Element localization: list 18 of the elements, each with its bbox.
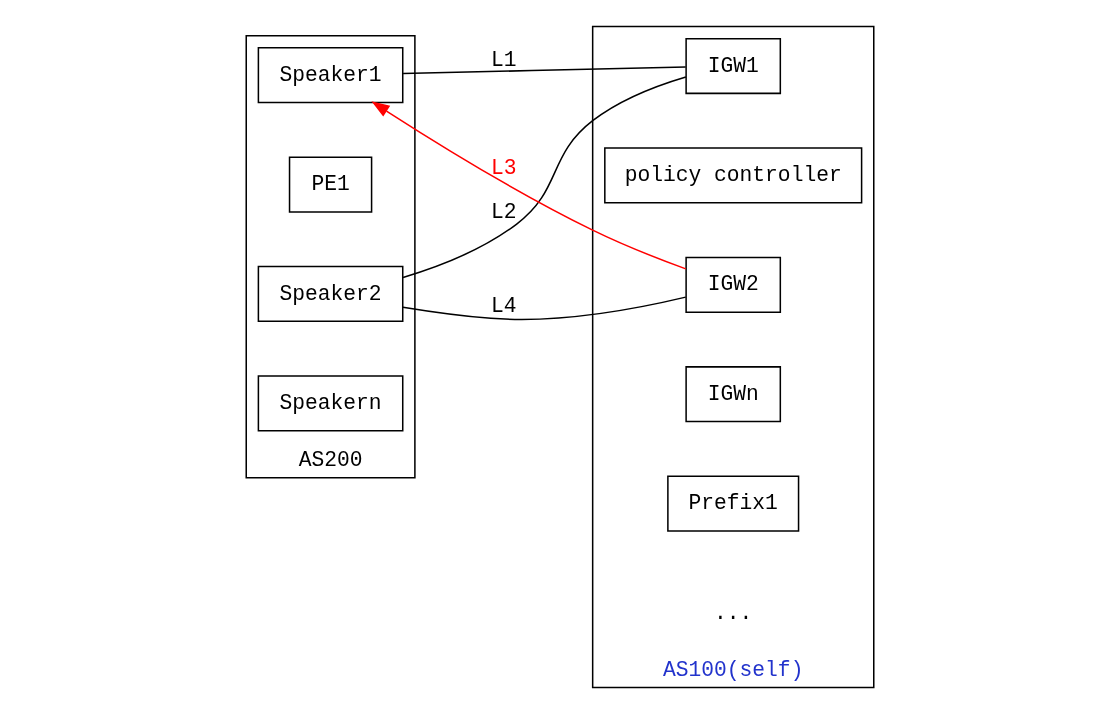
node-box: Speaker1 bbox=[257, 47, 404, 104]
connector bbox=[402, 76, 687, 279]
edge-label: L3 bbox=[491, 156, 517, 181]
edge-label: L4 bbox=[491, 294, 517, 319]
node-box: Prefix1 bbox=[667, 475, 800, 532]
edge-label: L1 bbox=[491, 48, 517, 73]
label: ... bbox=[714, 600, 753, 625]
node-box: PE1 bbox=[288, 156, 373, 213]
node-box: IGW2 bbox=[685, 256, 782, 313]
node-box: IGWn bbox=[685, 366, 782, 423]
arrow bbox=[371, 101, 687, 270]
node-box: IGW1 bbox=[685, 37, 782, 95]
node-box: Speakern bbox=[257, 375, 404, 432]
node-box: Speaker2 bbox=[257, 265, 404, 323]
connector bbox=[402, 296, 687, 321]
edge-label: L2 bbox=[491, 200, 517, 225]
node-box: policy controller bbox=[604, 147, 863, 204]
connector bbox=[402, 66, 687, 75]
